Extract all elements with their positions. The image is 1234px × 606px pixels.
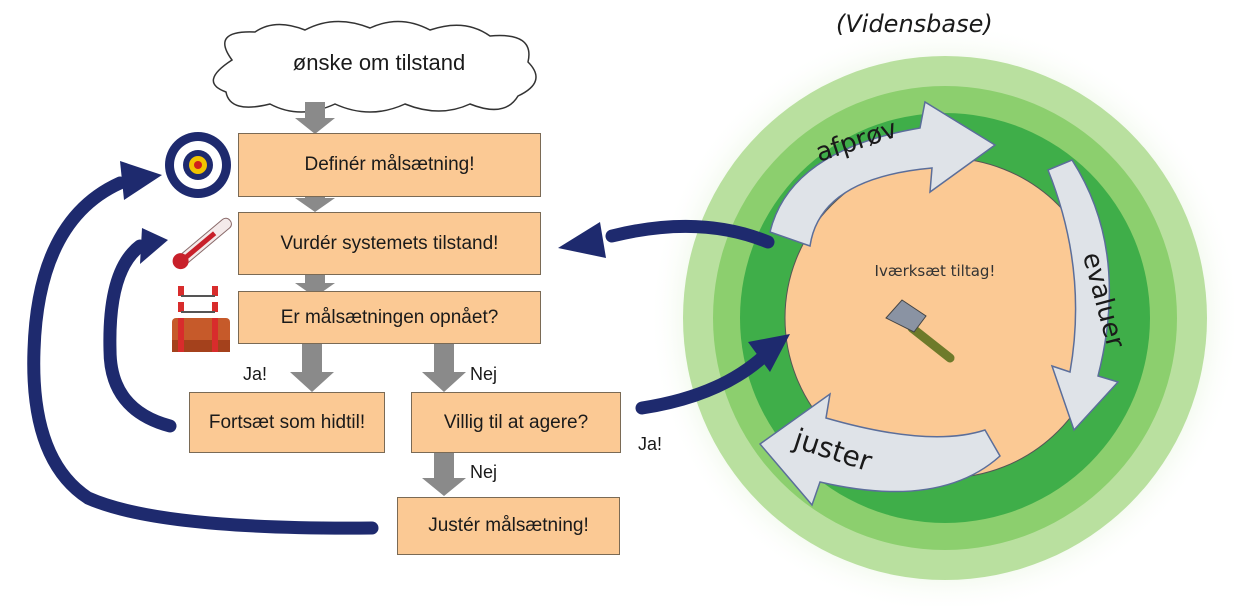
box-assess-state: Vurdér systemets tilstand! <box>238 212 541 275</box>
box-goal-achieved: Er målsætningen opnået? <box>238 291 541 344</box>
arrow-continue-to-assess <box>103 239 177 433</box>
cloud-label: ønske om tilstand <box>292 50 466 75</box>
box-continue: Fortsæt som hidtil! <box>189 392 385 453</box>
label-yes-right: Ja! <box>638 434 663 454</box>
arrow-adjust-to-define <box>27 176 379 535</box>
hammer-icon <box>885 299 955 363</box>
label-no-low: Nej <box>470 462 498 482</box>
feedback-arrows <box>27 176 775 535</box>
feedback-arrowheads <box>120 161 790 372</box>
cloud-shape <box>212 20 537 113</box>
box-adjust-goal: Justér målsætning! <box>397 497 620 555</box>
arrow-willing-to-cycle <box>635 349 771 415</box>
knowledge-base-rings <box>649 22 1234 606</box>
cycle-arrows <box>758 100 1120 507</box>
target-icon <box>165 132 231 198</box>
flow-arrows <box>290 102 466 496</box>
box-willing-to-act: Villig til at agere? <box>411 392 621 453</box>
thermometer-icon <box>172 217 232 270</box>
box-define-goal: Definér målsætning! <box>238 133 541 197</box>
cycle-center-label: Iværksæt tiltag! <box>874 262 996 280</box>
knowledge-base-title: (Vidensbase) <box>836 10 993 38</box>
label-yes-left: Ja! <box>243 364 268 384</box>
measuring-stake-icon <box>172 286 230 352</box>
label-no-mid: Nej <box>470 364 498 384</box>
arrow-cycle-to-assess <box>605 219 775 249</box>
